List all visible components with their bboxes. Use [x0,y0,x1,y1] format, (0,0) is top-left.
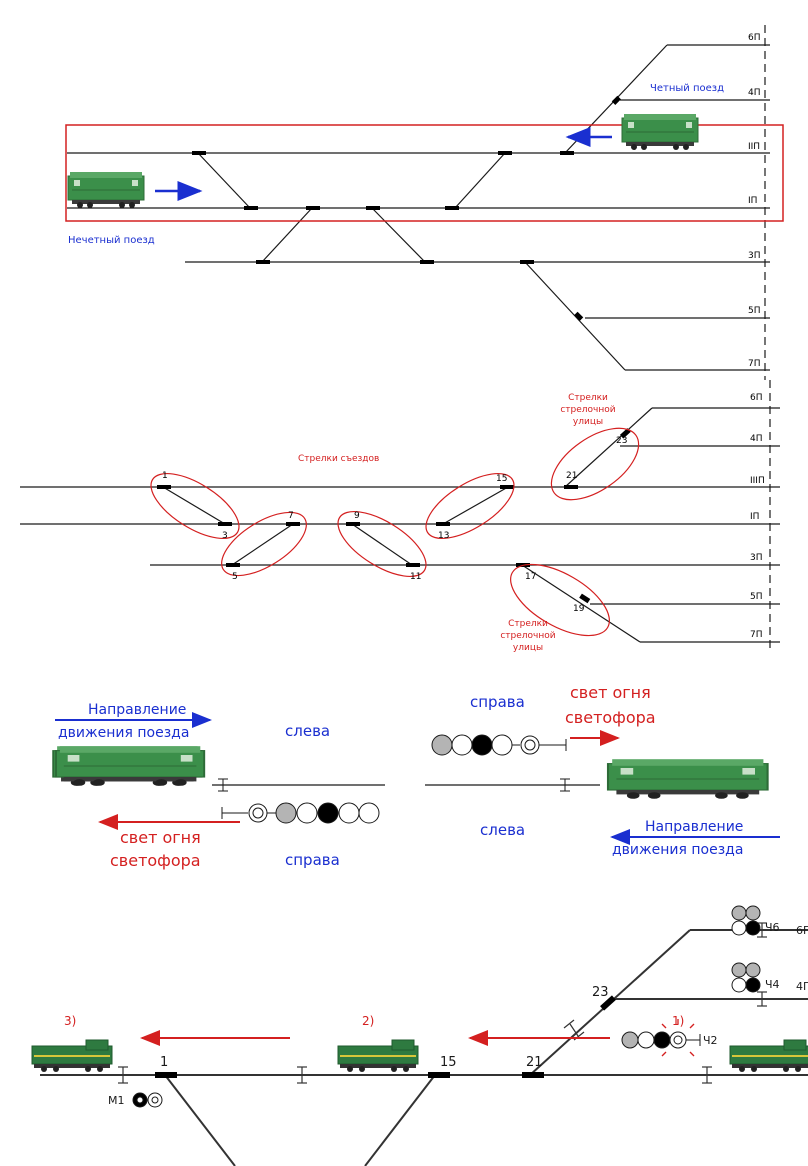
highlight-frame [65,124,784,222]
switch-label: 23 [592,985,609,1000]
track-label: 4П [748,88,761,98]
signal-label: Ч2 [703,1034,718,1047]
switch-label: 5 [232,572,238,582]
diagram-1 [67,25,770,380]
diagram-2-ellipses [150,427,640,637]
left-direction-label: движения поезда [58,725,189,741]
right-direction-label: Направление [645,819,743,835]
even-train-label: Четный поезд [650,83,724,94]
odd-train-label: Нечетный поезд [68,235,155,246]
crossover-label: Стрелки съездов [298,454,379,464]
track-label: IIП [748,142,760,152]
switch-label: 19 [573,604,585,614]
diagram-2-red-labels: Стрелки съездов Стрелки стрелочной улицы… [298,393,616,653]
track-label: IП [748,196,757,206]
switch-label: 3 [222,531,228,541]
step-label: 1) [672,1014,684,1028]
track-label: 5П [748,306,761,316]
signal-ch2 [621,1019,701,1057]
diagram-2-track-labels: 6П 4П IIIП IП 3П 5П 7П [750,393,765,640]
street-label-bottom: улицы [513,643,543,653]
diagram-2-switch-labels: 1 3 5 7 9 11 13 15 17 19 21 23 [162,436,627,614]
right-light-label: светофора [565,708,656,727]
diagram-2 [20,380,780,650]
switch-label: 1 [162,471,168,481]
diagram-3-labels: Направление движения поезда слева свет о… [58,683,743,870]
switch-label: 23 [616,436,627,446]
track-label: IП [750,512,759,522]
diagram-2-switch-marks [157,428,631,604]
track-label: 4П [750,434,763,444]
track-label: 5П [750,592,763,602]
diagram-4 [40,929,808,1166]
signal-ch4 [731,962,761,993]
right-side-bottom-label: слева [480,821,525,839]
switch-label: 13 [438,531,449,541]
track-label: 4П [796,980,808,993]
switch-label: 17 [525,572,536,582]
signal-ch6 [731,905,761,936]
right-loco [606,758,769,800]
track-label: 3П [750,553,763,563]
odd-train-loco [67,171,145,209]
shunt-loco-2 [337,1039,419,1073]
track-label: 6П [750,393,763,403]
track-label: 7П [750,630,763,640]
step-label: 3) [64,1014,76,1028]
shunt-loco-1 [729,1039,808,1073]
left-side-bottom-label: справа [285,851,340,869]
right-side-top-label: справа [470,693,525,711]
switch-label: 15 [440,1055,457,1070]
signal-label: Ч4 [765,978,780,991]
track-label: 3П [748,251,761,261]
diagram-1-switch-marks [192,95,621,321]
switch-label: 21 [566,471,577,481]
street-label-bottom: Стрелки [508,619,548,629]
even-train-loco [621,113,699,151]
left-light-label: свет огня [120,828,201,847]
track-label: 6П [748,33,761,43]
switch-label: 15 [496,474,507,484]
left-loco [55,745,206,787]
track-label: 6П [796,924,808,937]
street-label-top: стрелочной [560,405,615,415]
track-label: 7П [748,359,761,369]
street-label-bottom: стрелочной [500,631,555,641]
right-light-label: свет огня [570,683,651,702]
switch-label: 7 [288,511,294,521]
diagram-4-switch-marks [155,995,616,1078]
signal-m1 [132,1092,163,1108]
left-direction-label: Направление [88,702,186,718]
signal-label: Ч6 [765,921,780,934]
switch-label: 11 [410,572,421,582]
shunt-loco-3 [31,1039,113,1073]
diagram-3 [52,712,780,845]
right-direction-label: движения поезда [612,842,743,858]
step-label: 2) [362,1014,374,1028]
street-label-top: Стрелки [568,393,608,403]
signal-label: М1 [108,1094,125,1107]
switch-label: 1 [160,1055,168,1070]
track-label: IIIП [750,476,765,486]
switch-label: 9 [354,511,360,521]
diagram-1-track-labels: 6П 4П IIП IП 3П 5П 7П [748,33,761,369]
left-side-top-label: слева [285,722,330,740]
street-label-top: улицы [573,417,603,427]
diagram-4-labels: Ч6 Ч4 Ч2 М1 6П 4П 1 15 21 23 1) 2) 3) [64,921,808,1107]
left-light-label: светофора [110,851,201,870]
switch-label: 21 [526,1055,543,1070]
